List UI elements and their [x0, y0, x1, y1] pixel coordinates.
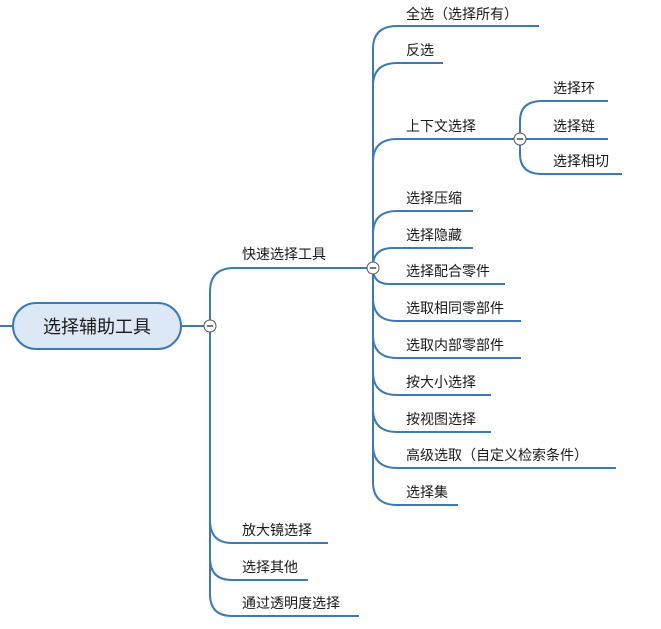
root-collapse-button[interactable]	[203, 319, 217, 333]
node-select-by-size[interactable]: 按大小选择	[406, 375, 476, 391]
node-select-all[interactable]: 全选（选择所有）	[406, 6, 518, 23]
quick-select-collapse-button[interactable]	[366, 261, 380, 275]
root-node[interactable]: 选择辅助工具	[12, 302, 182, 350]
underlines	[232, 25, 622, 617]
connector-loop	[519, 100, 549, 140]
root-node-label: 选择辅助工具	[43, 317, 151, 338]
connector-invert	[372, 62, 403, 269]
node-context-selection[interactable]: 上下文选择	[406, 119, 476, 135]
connector-advanced	[372, 267, 403, 469]
connector-select-all	[372, 25, 403, 269]
node-select-chain[interactable]: 选择链	[553, 119, 595, 135]
node-magnifier-select[interactable]: 放大镜选择	[242, 523, 312, 539]
node-select-identical-components[interactable]: 选取相同零部件	[406, 301, 504, 317]
node-select-by-view[interactable]: 按视图选择	[406, 412, 476, 428]
connector-suppressed	[372, 210, 403, 269]
node-select-mates[interactable]: 选择配合零件	[406, 264, 490, 280]
node-select-internal-components[interactable]: 选取内部零部件	[406, 338, 504, 354]
root-node-box[interactable]	[12, 302, 182, 350]
connector-identical	[372, 267, 403, 322]
context-collapse-button[interactable]	[513, 132, 527, 146]
connector-context	[372, 138, 403, 269]
node-select-hidden[interactable]: 选择隐藏	[406, 228, 462, 244]
node-select-tangent[interactable]: 选择相切	[553, 154, 609, 170]
node-invert-selection[interactable]: 反选	[406, 43, 434, 59]
connector-transparency	[209, 325, 233, 617]
node-select-through-transparency[interactable]: 通过透明度选择	[242, 596, 340, 612]
connector-tangent	[519, 138, 549, 175]
connector-quick-select	[209, 267, 241, 327]
node-selection-set[interactable]: 选择集	[406, 484, 448, 501]
connector-by-size	[372, 267, 403, 396]
node-advanced-select[interactable]: 高级选取（自定义检索条件）	[406, 447, 588, 464]
connector-magnifier	[209, 325, 233, 544]
connector-selection-set	[372, 267, 403, 506]
node-select-loop[interactable]: 选择环	[553, 81, 595, 97]
node-select-other[interactable]: 选择其他	[242, 560, 298, 576]
node-select-suppressed[interactable]: 选择压缩	[406, 191, 462, 207]
node-quick-select[interactable]: 快速选择工具	[242, 247, 326, 263]
